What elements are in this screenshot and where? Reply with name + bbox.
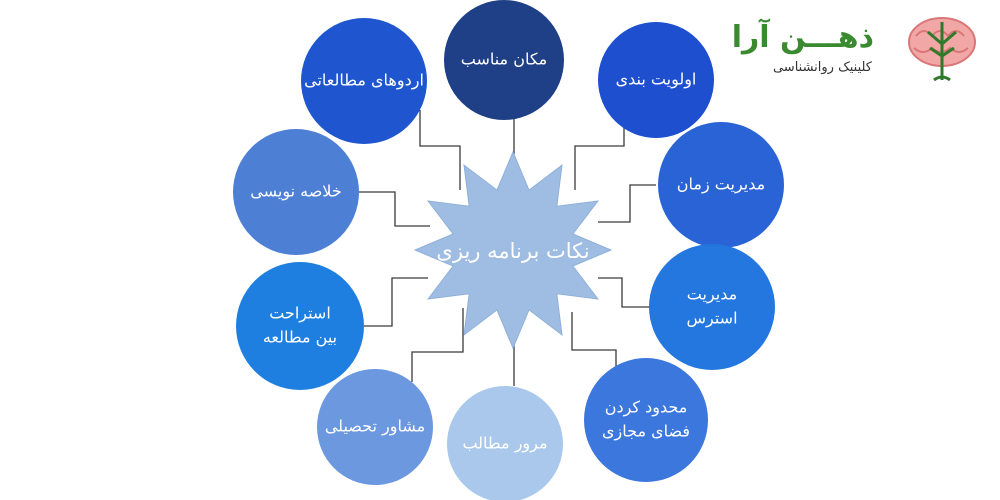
- node-circle-esteres: [649, 244, 775, 370]
- node-circle-kholase: [233, 129, 359, 255]
- node-ordoo: اردوهای مطالعاتی: [301, 18, 427, 144]
- node-circle-esterahat: [236, 262, 364, 390]
- node-esterahat: استراحت بین مطالعه: [236, 262, 364, 390]
- node-circle-makan: [444, 0, 564, 120]
- node-moshaver: مشاور تحصیلی: [317, 369, 433, 485]
- node-label-esterahat: استراحت: [269, 304, 331, 324]
- center-label: نکات برنامه ریزی: [436, 239, 589, 263]
- connector-mahdood: [571, 312, 617, 370]
- node-label-ordoo: اردوهای مطالعاتی: [304, 71, 424, 91]
- node-moror: مرور مطالب: [447, 386, 563, 500]
- center-star: نکات برنامه ریزی: [413, 150, 613, 350]
- node-label-makan: مکان مناسب: [461, 50, 548, 69]
- node-label-moror: مرور مطالب: [462, 434, 547, 454]
- node-zaman: مدیریت زمان: [658, 122, 784, 248]
- node-label-esteres: مدیریت: [687, 285, 737, 305]
- connector-zaman: [598, 184, 656, 223]
- node-circle-moshaver: [317, 369, 433, 485]
- brain-tree-icon: [908, 17, 976, 82]
- node-circle-zaman: [658, 122, 784, 248]
- node-circle-mahdood: [584, 358, 708, 482]
- node-circle-olaviat: [598, 22, 714, 138]
- connector-ordoo: [419, 110, 461, 190]
- node-label-zaman: مدیریت زمان: [677, 175, 765, 195]
- connector-esterahat: [364, 277, 428, 327]
- node-label-mahdood: محدود کردن: [605, 398, 688, 418]
- brand-subtitle: کلینیک روانشناسی: [772, 60, 872, 75]
- node-mahdood: محدود کردن فضای مجازی: [584, 358, 708, 482]
- node-label-moshaver: مشاور تحصیلی: [325, 417, 425, 437]
- connector-olaviat: [574, 128, 625, 190]
- node-label-esteres: استرس: [686, 309, 737, 329]
- node-kholase: خلاصه نویسی: [233, 129, 359, 255]
- node-olaviat: اولویت بندی: [598, 22, 714, 138]
- node-label-mahdood: فضای مجازی: [602, 422, 690, 442]
- node-circle-ordoo: [301, 18, 427, 144]
- connector-esteres: [598, 277, 650, 308]
- node-group: مکان مناسب اولویت بندی مدیریت زمان مدیریت اس…: [233, 0, 784, 500]
- connector-kholase: [359, 191, 430, 227]
- node-esteres: مدیریت استرس: [649, 244, 775, 370]
- brand-name: ذهـــن آرا: [731, 20, 874, 55]
- node-label-olaviat: اولویت بندی: [616, 70, 697, 90]
- node-label-kholase: خلاصه نویسی: [250, 182, 341, 202]
- node-circle-moror: [447, 386, 563, 500]
- brand-header: ذهـــن آرا کلینیک روانشناسی: [732, 14, 982, 84]
- connector-moshaver: [411, 308, 464, 382]
- node-makan: مکان مناسب: [444, 0, 564, 120]
- connector-lines: [359, 110, 656, 386]
- node-label-esterahat: بین مطالعه: [263, 328, 337, 348]
